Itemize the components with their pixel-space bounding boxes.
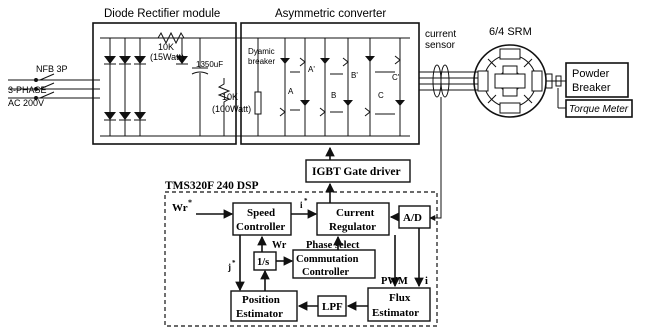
phase-b-bottom: B (331, 91, 336, 100)
position-estimator-box (230, 290, 298, 322)
commutation-label-2: Controller (302, 267, 349, 278)
powder-breaker-box (565, 62, 629, 98)
j-ref-star: * (232, 259, 236, 267)
current-regulator-label-2: Regulator (329, 221, 376, 233)
input-lines (8, 73, 100, 100)
shaft-coupling (545, 73, 566, 89)
resistor1-power: (15Watt) (150, 52, 184, 62)
resistor-2 (217, 78, 231, 136)
phase-leg-c (364, 38, 405, 136)
powder-breaker-line1: Powder (572, 68, 610, 80)
integrator-label: 1/s (257, 257, 269, 268)
speed-controller-label-2: Controller (236, 221, 285, 233)
j-ref-label: j (227, 262, 231, 272)
position-estimator-label-1: Position (242, 294, 280, 306)
phase-leg-a (279, 38, 310, 136)
wr-feedback-label: Wr (272, 240, 287, 251)
input-line2: AC 200V (8, 98, 44, 108)
current-feedback-line (429, 97, 442, 221)
phase-c-top: C' (392, 73, 400, 82)
rectifier-diodes (104, 38, 146, 136)
resistor2-value: 10K (222, 92, 238, 102)
position-estimator-label-2: Estimator (236, 308, 283, 320)
phase-select-label: Phase select (306, 240, 360, 251)
dynamic-breaker-label-2: breaker (248, 57, 275, 66)
phase-leg-b (319, 38, 353, 136)
input-line1: 3-PHASE (8, 85, 47, 95)
i-ref-star: * (304, 197, 308, 205)
rectifier-title: Diode Rectifier module (104, 8, 220, 20)
rectifier-module-box (92, 22, 237, 145)
speed-controller-label-1: Speed (247, 207, 275, 219)
converter-box (240, 22, 420, 145)
resistor1-value: 10K (158, 42, 174, 52)
nfb-label: NFB 3P (36, 64, 68, 74)
srm-motor (473, 44, 547, 118)
dynamic-breaker-resistor (254, 91, 262, 115)
torque-meter-label: Torque Meter (569, 104, 629, 115)
i-label: i (425, 276, 428, 287)
ad-label: A/D (403, 212, 422, 224)
flux-estimator-box (367, 287, 431, 322)
phase-b-top: B' (351, 71, 358, 80)
igbt-gate-driver-box (305, 159, 411, 183)
wr-ref-label: Wr (172, 202, 188, 214)
dc-link-capacitor (191, 38, 209, 136)
pwm-label: PWM (381, 276, 408, 287)
current-regulator-box (316, 202, 390, 236)
phase-a-bottom: A (288, 87, 294, 96)
converter-title: Asymmetric converter (275, 8, 386, 20)
speed-controller-box (232, 202, 292, 236)
i-ref-label: i (300, 200, 303, 210)
dynamic-breaker-label-1: Dyamic (248, 47, 275, 56)
current-regulator-label-1: Current (336, 207, 375, 219)
motor-label: 6/4 SRM (489, 26, 532, 38)
commutation-label-1: Commutation (296, 254, 359, 265)
capacitor-label: 1350uF (196, 60, 223, 69)
dsp-title: TMS320F 240 DSP (165, 180, 259, 192)
dsp-boundary (164, 191, 438, 327)
lpf-label: LPF (322, 301, 343, 313)
current-sensor-label-2: sensor (425, 40, 456, 51)
torque-meter-box (565, 99, 633, 118)
igbt-gate-driver-label: IGBT Gate driver (312, 166, 401, 178)
phase-c-bottom: C (378, 91, 384, 100)
flux-estimator-label-1: Flux (389, 292, 411, 304)
phase-a-top: A' (308, 65, 315, 74)
wr-ref-star: * (188, 198, 192, 207)
commutation-controller-box (292, 249, 376, 279)
current-sensor (432, 64, 450, 98)
flux-estimator-label-2: Estimator (372, 307, 419, 319)
resistor-1 (150, 31, 190, 65)
powder-breaker-line2: Breaker (572, 82, 611, 94)
current-sensor-label-1: current (425, 29, 456, 40)
resistor2-power: (100Watt) (212, 104, 251, 114)
